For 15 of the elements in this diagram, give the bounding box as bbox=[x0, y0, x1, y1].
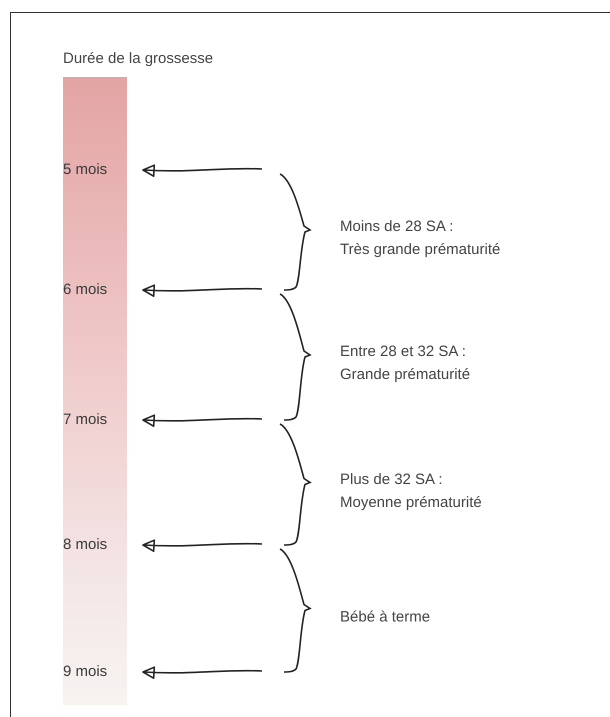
month-label: 6 mois bbox=[63, 280, 143, 300]
month-label: 8 mois bbox=[63, 535, 143, 555]
diagram-title: Durée de la grossesse bbox=[63, 50, 214, 67]
arrow bbox=[142, 414, 262, 427]
arrow bbox=[142, 666, 262, 679]
month-label: 5 mois bbox=[63, 160, 143, 180]
arrow bbox=[142, 164, 262, 177]
category-label: Entre 28 et 32 SA : Grande prématurité bbox=[340, 342, 470, 385]
category-label: Bébé à terme bbox=[340, 607, 430, 627]
month-label: 7 mois bbox=[63, 410, 143, 430]
arrow bbox=[142, 539, 262, 552]
arrow bbox=[142, 284, 262, 297]
category-label: Moins de 28 SA : Très grande prématurité bbox=[340, 217, 500, 260]
month-label: 9 mois bbox=[63, 662, 143, 682]
category-label: Plus de 32 SA : Moyenne prématurité bbox=[340, 470, 482, 512]
